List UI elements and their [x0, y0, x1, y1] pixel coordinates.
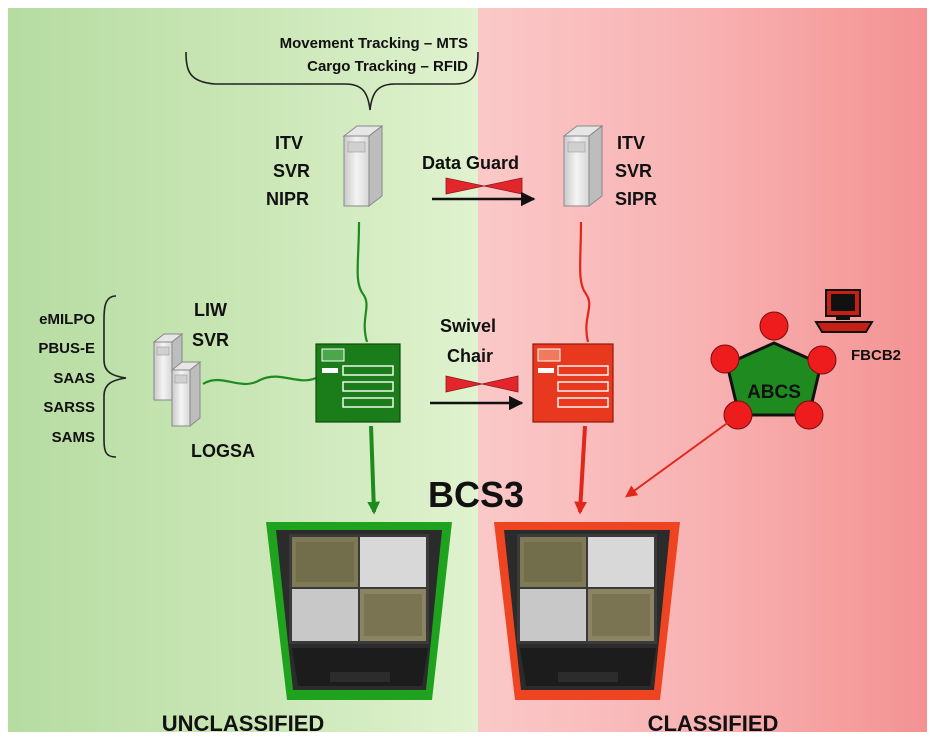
swivel-line-1: Swivel [440, 316, 496, 336]
logsa-label: LOGSA [191, 441, 255, 461]
abcs-label: ABCS [747, 382, 801, 403]
system-item-2: PBUS-E [38, 340, 95, 357]
itv-class-line-3: SIPR [615, 189, 657, 209]
logsa-server-icon [170, 360, 202, 428]
itv-unclass-line-1: ITV [275, 133, 303, 153]
tracking-brace [185, 51, 479, 111]
tracking-line-2: Cargo Tracking – RFID [307, 58, 468, 75]
abcs-network-icon [710, 311, 837, 430]
liw-line-2: SVR [192, 330, 229, 350]
class-to-laptop-arrow [574, 425, 587, 515]
unclassified-data-box-icon [315, 343, 401, 423]
itv-server-classified-icon [562, 124, 604, 208]
abcs-to-laptop-arrow [625, 415, 738, 498]
itv-server-unclassified-icon [342, 124, 384, 208]
itv-unclass-line-3: NIPR [266, 189, 309, 209]
classified-label: CLASSIFIED [648, 711, 779, 736]
data-guard-label: Data Guard [422, 153, 519, 173]
unclass-to-laptop-arrow [367, 425, 381, 515]
classified-laptop-icon [494, 522, 680, 700]
system-item-1: eMILPO [39, 311, 95, 328]
system-item-5: SAMS [52, 429, 95, 446]
swivel-line-2: Chair [447, 346, 493, 366]
itv-to-box-link-class [579, 221, 591, 343]
unclassified-label: UNCLASSIFIED [162, 711, 325, 736]
data-guard-bowtie-icon [445, 177, 523, 195]
system-item-4: SARSS [43, 399, 95, 416]
fbcb2-terminal-icon [814, 289, 874, 333]
fbcb2-label: FBCB2 [851, 347, 901, 364]
bcs3-title: BCS3 [428, 474, 524, 515]
unclassified-laptop-icon [266, 522, 452, 700]
system-item-3: SAAS [53, 370, 95, 387]
liw-to-box-link [202, 375, 317, 386]
swivel-chair-bowtie-icon [445, 375, 519, 393]
liw-line-1: LIW [194, 300, 227, 320]
classified-data-box-icon [532, 343, 614, 423]
tracking-line-1: Movement Tracking – MTS [280, 35, 468, 52]
itv-class-line-2: SVR [615, 161, 652, 181]
systems-brace [103, 295, 127, 458]
itv-unclass-line-2: SVR [273, 161, 310, 181]
itv-class-line-1: ITV [617, 133, 645, 153]
itv-to-box-link-unclass [356, 221, 369, 343]
